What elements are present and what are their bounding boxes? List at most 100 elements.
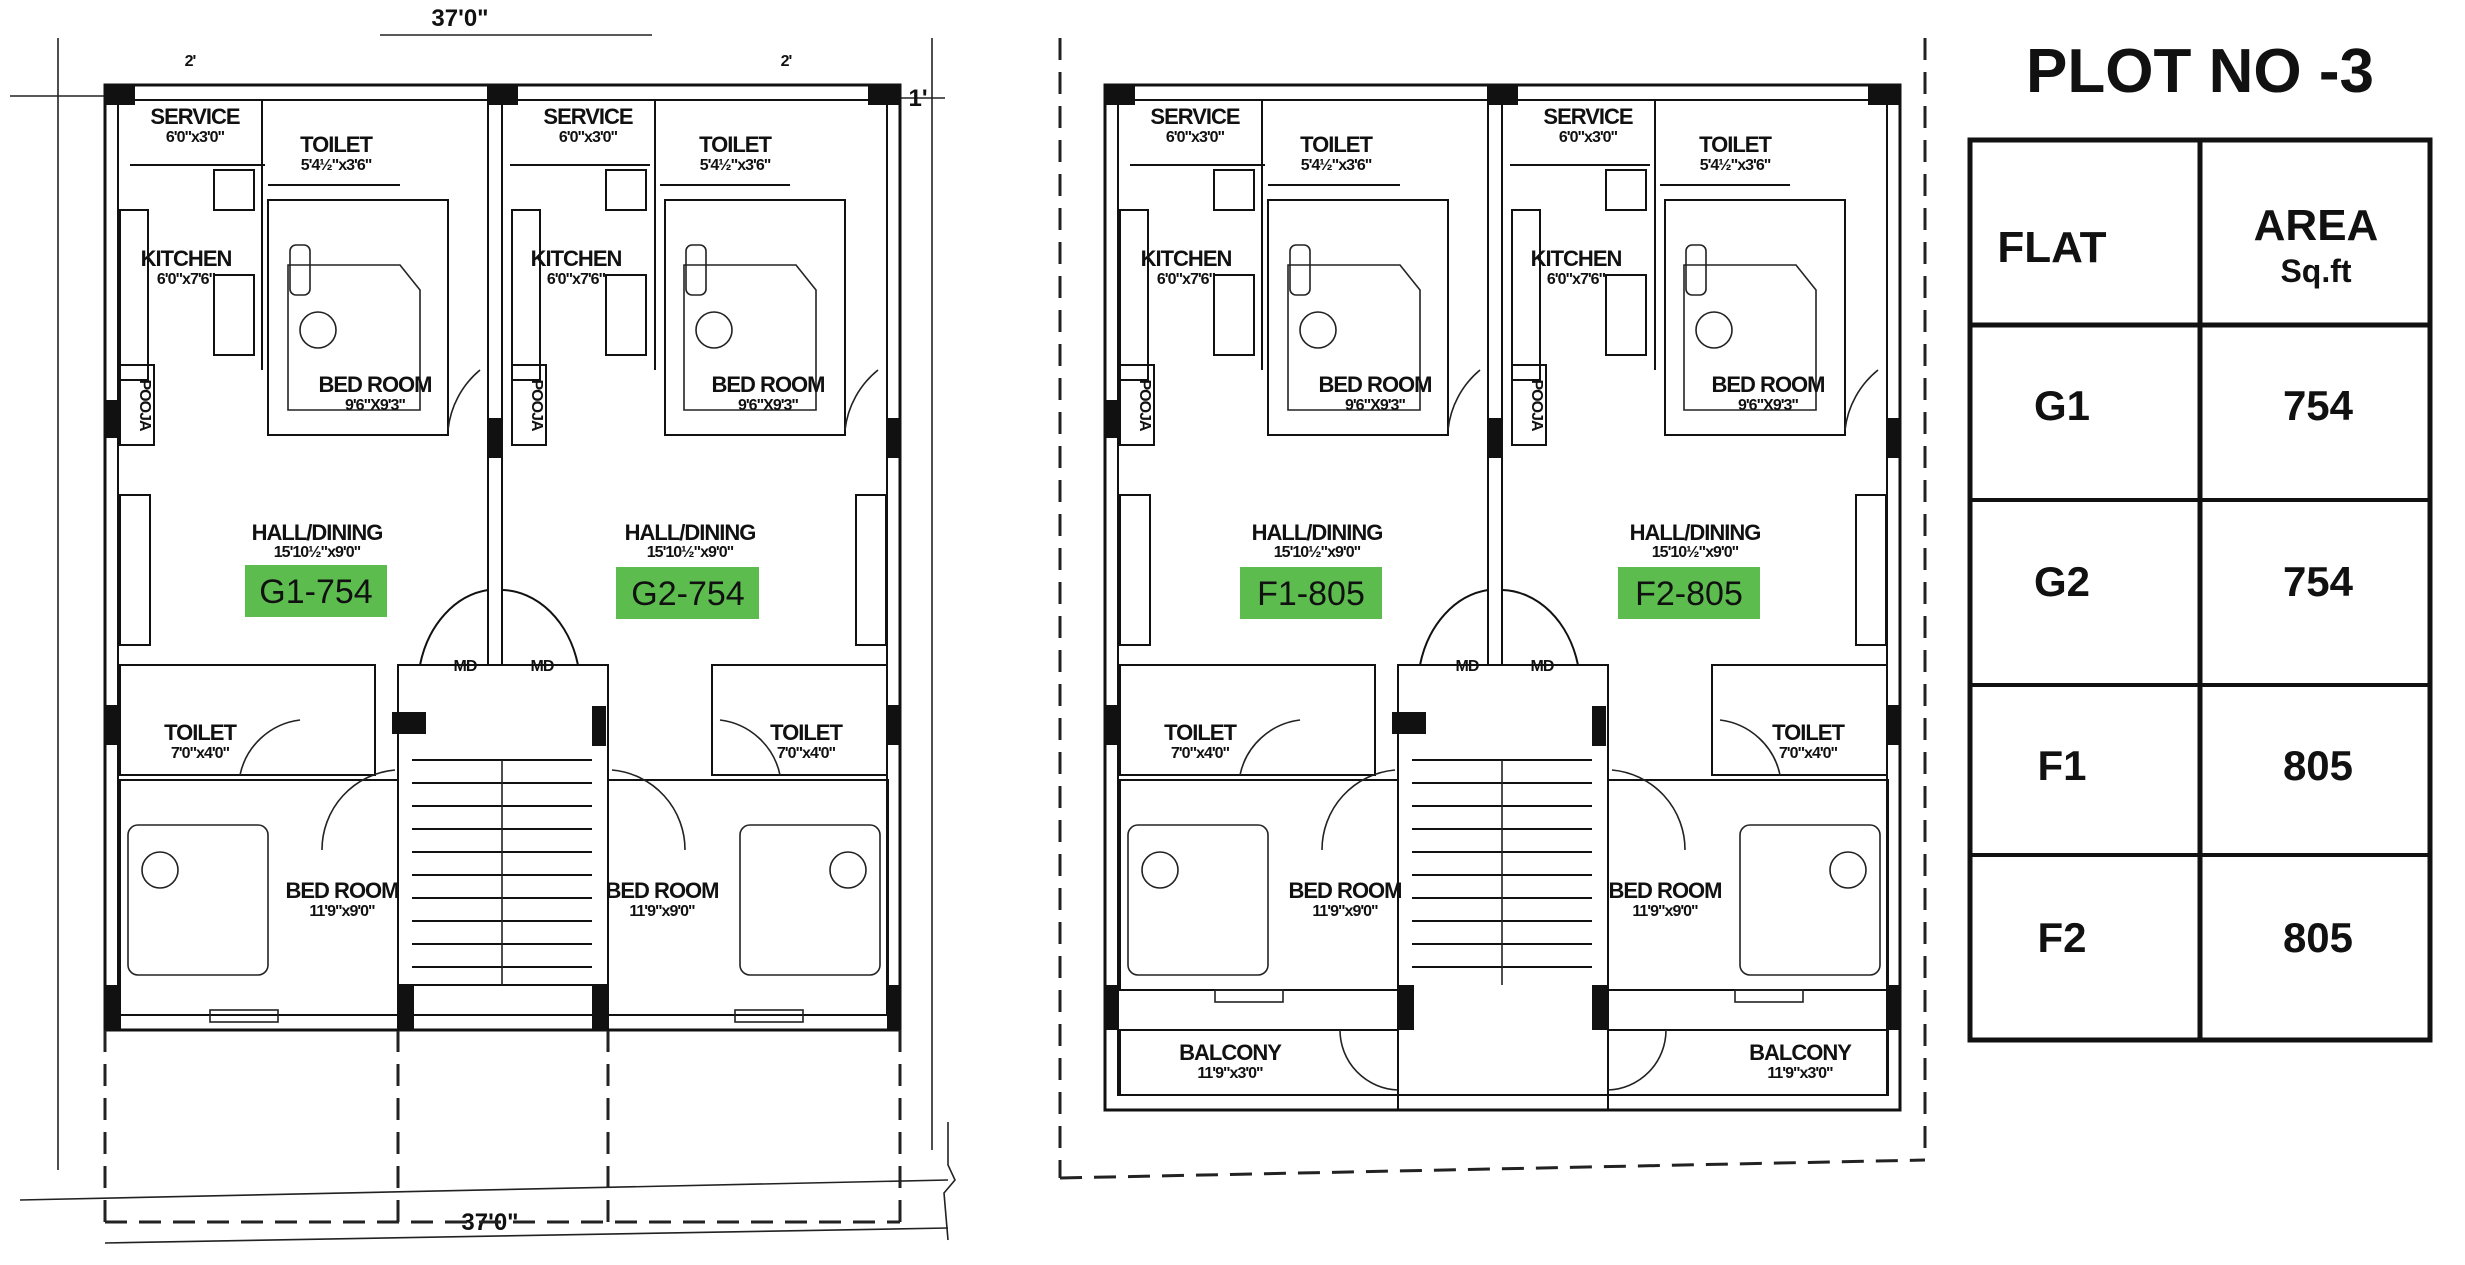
room-toilet-bottom-label: TOILET	[1164, 720, 1237, 745]
room-service-label: SERVICE	[543, 104, 633, 129]
room-bedroom-top-label: BED ROOM	[1712, 372, 1825, 397]
room-pooja-label: POOJA	[136, 379, 153, 431]
plot-title: PLOT NO -3	[2026, 37, 2374, 106]
first-floor-plan	[1103, 83, 1902, 1112]
room-toilet-top-size: 5'4½"x3'6"	[700, 157, 771, 174]
main-door-label-f2: MD	[1531, 658, 1554, 675]
room-bedroom-bottom-label: BED ROOM	[606, 878, 719, 903]
room-hall-label: HALL/DINING	[625, 520, 756, 545]
unit-g1-labels: SERVICE 6'0"x3'0" TOILET 5'4½"x3'6" KITC…	[136, 104, 478, 920]
unit-f1-labels: SERVICE 6'0"x3'0" TOILET 5'4½"x3'6" KITC…	[1136, 104, 1480, 1082]
room-toilet-bottom-size: 7'0"x4'0"	[1171, 745, 1230, 762]
flat-tag-f1: F1-805	[1257, 575, 1365, 613]
top-dimension-label: 37'0"	[431, 5, 488, 32]
room-service-label: SERVICE	[150, 104, 240, 129]
room-service-label: SERVICE	[1150, 104, 1240, 129]
room-toilet-top-label: TOILET	[300, 132, 373, 157]
room-bedroom-bottom-label: BED ROOM	[1609, 878, 1722, 903]
room-hall-label: HALL/DINING	[1630, 520, 1761, 545]
room-toilet-bottom-label: TOILET	[770, 720, 843, 745]
room-bedroom-top-label: BED ROOM	[319, 372, 432, 397]
ground-floor-plan	[103, 83, 902, 1224]
room-kitchen-label: KITCHEN	[531, 246, 622, 271]
site-boundary-left	[10, 34, 956, 1244]
room-toilet-top-size: 5'4½"x3'6"	[301, 157, 372, 174]
room-kitchen-size: 6'0"x7'6"	[1157, 271, 1216, 288]
room-toilet-bottom-size: 7'0"x4'0"	[777, 745, 836, 762]
room-balcony-label: BALCONY	[1179, 1040, 1282, 1065]
room-bedroom-top-size: 9'6"X9'3"	[1738, 397, 1798, 414]
room-toilet-top-label: TOILET	[1300, 132, 1373, 157]
room-hall-size: 15'10½"x9'0"	[274, 544, 361, 561]
room-bedroom-top-size: 9'6"X9'3"	[345, 397, 405, 414]
room-service-size: 6'0"x3'0"	[1559, 129, 1618, 146]
room-kitchen-label: KITCHEN	[1531, 246, 1622, 271]
room-bedroom-bottom-size: 11'9"x9'0"	[629, 903, 695, 920]
room-service-size: 6'0"x3'0"	[1166, 129, 1225, 146]
room-toilet-bottom-size: 7'0"x4'0"	[1779, 745, 1838, 762]
table-header-area-unit: Sq.ft	[2280, 253, 2351, 289]
table-header-flat: FLAT	[1997, 223, 2106, 272]
room-toilet-bottom-label: TOILET	[1772, 720, 1845, 745]
site-boundary-right	[1058, 38, 1927, 1180]
unit-g2-labels: SERVICE 6'0"x3'0" TOILET 5'4½"x3'6" KITC…	[528, 104, 844, 920]
flat-tag-g1-bg	[245, 565, 387, 617]
room-bedroom-top-size: 9'6"X9'3"	[738, 397, 798, 414]
small-dimension-label-1: 2'	[185, 53, 196, 70]
room-kitchen-size: 6'0"x7'6"	[157, 271, 216, 288]
room-bedroom-top-size: 9'6"X9'3"	[1345, 397, 1405, 414]
room-hall-label: HALL/DINING	[252, 520, 383, 545]
room-kitchen-label: KITCHEN	[141, 246, 232, 271]
room-toilet-bottom-size: 7'0"x4'0"	[171, 745, 230, 762]
room-hall-size: 15'10½"x9'0"	[1274, 544, 1361, 561]
table-cell-area: 805	[2283, 914, 2353, 961]
table-cell-flat: G2	[2034, 558, 2090, 605]
unit-f2-labels: SERVICE 6'0"x3'0" TOILET 5'4½"x3'6" KITC…	[1528, 104, 1853, 1082]
room-toilet-top-size: 5'4½"x3'6"	[1700, 157, 1771, 174]
room-hall-size: 15'10½"x9'0"	[1652, 544, 1739, 561]
room-service-size: 6'0"x3'0"	[559, 129, 618, 146]
room-service-size: 6'0"x3'0"	[166, 129, 225, 146]
room-toilet-top-label: TOILET	[1699, 132, 1772, 157]
flat-tag-g2-bg	[616, 567, 759, 619]
room-hall-size: 15'10½"x9'0"	[647, 544, 734, 561]
small-dimension-label-2: 2'	[781, 53, 792, 70]
room-hall-label: HALL/DINING	[1252, 520, 1383, 545]
flat-tag-f1-bg	[1240, 567, 1382, 619]
table-cell-flat: G1	[2034, 382, 2090, 429]
room-bedroom-top-label: BED ROOM	[1319, 372, 1432, 397]
room-balcony-size: 11'9"x3'0"	[1197, 1065, 1263, 1082]
main-door-label-g1: MD	[454, 658, 477, 675]
room-toilet-top-label: TOILET	[699, 132, 772, 157]
room-bedroom-top-label: BED ROOM	[712, 372, 825, 397]
room-balcony-label: BALCONY	[1749, 1040, 1852, 1065]
room-pooja-label: POOJA	[528, 379, 545, 431]
main-door-label-f1: MD	[1456, 658, 1479, 675]
room-toilet-bottom-label: TOILET	[164, 720, 237, 745]
room-pooja-label: POOJA	[1528, 379, 1545, 431]
table-cell-flat: F2	[2037, 914, 2086, 961]
table-cell-flat: F1	[2037, 742, 2086, 789]
flat-tag-g2: G2-754	[631, 575, 744, 613]
table-header-area: AREA	[2254, 201, 2379, 250]
room-kitchen-size: 6'0"x7'6"	[547, 271, 606, 288]
room-bedroom-bottom-label: BED ROOM	[286, 878, 399, 903]
flat-tag-g1: G1-754	[259, 573, 372, 611]
room-bedroom-bottom-size: 11'9"x9'0"	[1312, 903, 1378, 920]
table-cell-area: 754	[2283, 382, 2354, 429]
room-kitchen-label: KITCHEN	[1141, 246, 1232, 271]
area-table: FLAT AREA Sq.ft G1 754 G2 754 F1 805 F2 …	[1967, 137, 2433, 1043]
room-service-label: SERVICE	[1543, 104, 1633, 129]
flat-tag-f2-bg	[1618, 567, 1760, 619]
room-pooja-label: POOJA	[1136, 379, 1153, 431]
setback-label: 1'	[908, 85, 927, 112]
table-cell-area: 805	[2283, 742, 2353, 789]
room-bedroom-bottom-size: 11'9"x9'0"	[309, 903, 375, 920]
flat-tag-f2: F2-805	[1635, 575, 1743, 613]
room-bedroom-bottom-size: 11'9"x9'0"	[1632, 903, 1698, 920]
room-balcony-size: 11'9"x3'0"	[1767, 1065, 1833, 1082]
room-bedroom-bottom-label: BED ROOM	[1289, 878, 1402, 903]
main-door-label-g2: MD	[531, 658, 554, 675]
table-cell-area: 754	[2283, 558, 2354, 605]
